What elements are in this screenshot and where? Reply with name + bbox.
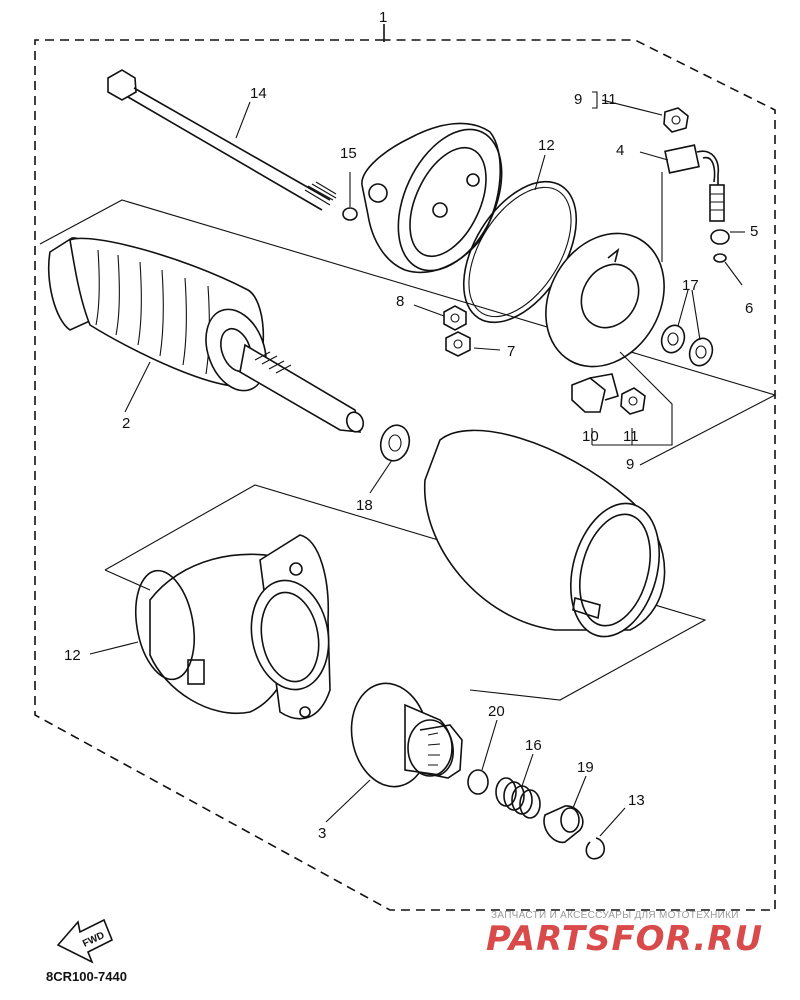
brush-with-wire [664,144,725,222]
o-ring-15 [342,207,358,221]
callout-18: 18 [356,497,373,514]
armature [47,237,365,433]
washers-17 [660,324,714,367]
leader-lines [89,91,745,837]
nut-11-bottom [620,387,646,415]
nut-8 [443,305,467,331]
watermark-brand: PARTSFOR.RU [486,919,763,959]
spring-16 [495,777,541,819]
diagram-code: 8CR100-7440 [46,969,127,984]
callout-13: 13 [628,792,645,809]
circlip-13 [585,837,605,860]
callout-5: 5 [750,223,758,240]
watermark-subtitle: ЗАПЧАСТИ И АКСЕССУАРЫ ДЛЯ МОТОТЕХНИКИ [491,910,739,921]
brush-plate [545,232,665,368]
perspective-planes [39,199,777,701]
callout-9-bottom: 9 [626,456,634,473]
collar-19 [543,805,584,844]
callout-19: 19 [577,759,594,776]
through-bolt [107,69,337,211]
callout-10: 10 [582,428,599,445]
washer-18 [379,424,411,462]
callout-3: 3 [318,825,326,842]
callout-2: 2 [122,415,130,432]
callout-17: 17 [682,277,699,294]
callout-15: 15 [340,145,357,162]
callout-4: 4 [616,142,624,159]
callout-11-top: 11 [601,91,617,108]
rear-cover [361,122,503,274]
callout-12-left: 12 [64,647,81,664]
callout-14: 14 [250,85,267,102]
assembly-boundary [34,24,776,911]
part-callouts: 1 14 15 12 9 11 4 5 6 17 8 7 10 11 9 2 1… [64,9,758,842]
front-cover [135,534,331,720]
nut-7 [445,331,471,357]
callout-20: 20 [488,703,505,720]
nut-11-top [663,107,689,133]
brush-holder-10 [571,373,619,413]
callout-6: 6 [745,300,753,317]
watermark: ЗАПЧАСТИ И АКСЕССУАРЫ ДЛЯ МОТОТЕХНИКИ PA… [486,910,763,959]
callout-11-bottom: 11 [623,428,639,445]
yoke-housing [424,429,666,638]
callout-16: 16 [525,737,542,754]
callout-7: 7 [507,343,515,360]
callout-12-top: 12 [538,137,555,154]
fwd-arrow: FWD [56,918,114,964]
callout-9-top: 9 [574,91,582,108]
starter-clutch-pinion [350,682,463,788]
washer-5 [710,229,730,245]
circlip-20 [467,769,489,795]
callout-1: 1 [379,9,387,26]
callout-8: 8 [396,293,404,310]
o-ring-6 [713,253,727,263]
